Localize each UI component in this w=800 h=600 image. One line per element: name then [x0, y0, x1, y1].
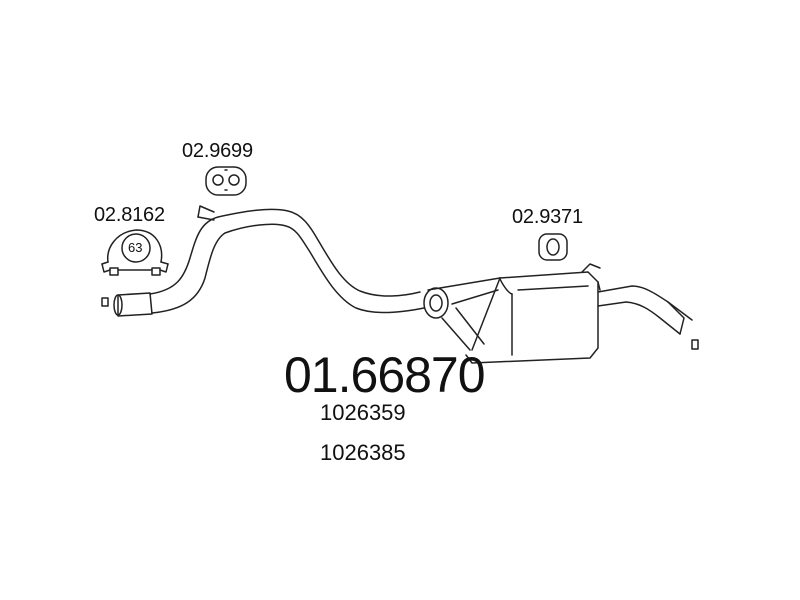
- rear-hanger-part-number: 02.9371: [512, 206, 583, 228]
- inlet-pipe: [101, 292, 153, 317]
- clamp-part-number: 02.8162: [94, 204, 165, 226]
- clamp-diameter: 63: [128, 240, 143, 255]
- main-part-number: 01.66870: [284, 347, 486, 403]
- clamp-icon: [101, 229, 169, 276]
- rubber-hanger-icon: [205, 166, 247, 196]
- rubber-hanger-icon: [538, 233, 568, 261]
- oe-number: 1026385: [320, 440, 406, 465]
- front-hanger-part-number: 02.9699: [182, 140, 253, 162]
- exhaust-pipe: [149, 205, 425, 314]
- muffler-body: [423, 263, 699, 364]
- oe-number: 1026359: [320, 400, 406, 425]
